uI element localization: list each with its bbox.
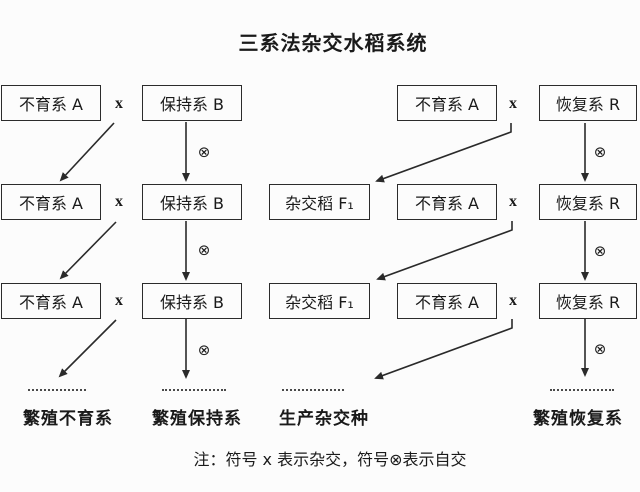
cross-symbol: x [509, 95, 517, 112]
arrow-cross-to-sterile-r2 [59, 122, 115, 182]
box-sterile-line-a-r2-right: 不育系 A [397, 184, 497, 220]
outcome-propagate-maintainer: 繁殖保持系 [152, 409, 242, 429]
arrow-cross-to-sterile-r3 [59, 221, 117, 280]
dotted-line-sterile [28, 389, 86, 391]
self-pollination-symbol: ⊗ [593, 340, 607, 358]
box-maintainer-line-b-r1: 保持系 B [142, 85, 242, 121]
cross-symbol: x [509, 292, 517, 309]
box-maintainer-line-b-r3: 保持系 B [142, 283, 242, 319]
cross-symbol: x [115, 292, 123, 309]
box-sterile-line-a-r3: 不育系 A [1, 283, 101, 319]
box-hybrid-rice-f1-r3: 杂交稻 F₁ [269, 283, 370, 319]
box-hybrid-rice-f1-r2: 杂交稻 F₁ [269, 184, 370, 220]
dotted-line-restorer [550, 389, 614, 391]
outcome-produce-hybrid-seed: 生产杂交种 [279, 409, 369, 429]
box-maintainer-line-b-r2: 保持系 B [142, 184, 242, 220]
arrow-cross-to-hybrid-r2 [375, 123, 512, 183]
outcome-propagate-sterile: 繁殖不育系 [23, 409, 113, 429]
box-restorer-line-r-r3: 恢复系 R [539, 283, 637, 319]
self-pollination-symbol: ⊗ [593, 143, 607, 161]
cross-symbol: x [509, 193, 517, 210]
box-restorer-line-r-r2: 恢复系 R [539, 184, 637, 220]
cross-symbol: x [115, 193, 123, 210]
cross-symbol: x [115, 95, 123, 112]
box-sterile-line-a-r1: 不育系 A [1, 85, 101, 121]
arrow-cross-to-hybrid-outcome [374, 319, 513, 380]
box-sterile-line-a-r2: 不育系 A [1, 184, 101, 220]
outcome-propagate-restorer: 繁殖恢复系 [533, 409, 623, 429]
box-sterile-line-a-r3-right: 不育系 A [397, 283, 497, 319]
diagram-title: 三系法杂交水稻系统 [238, 31, 428, 55]
box-sterile-line-a-r1-right: 不育系 A [397, 85, 497, 121]
dotted-line-maintainer [162, 389, 226, 391]
arrow-cross-to-sterile-outcome [58, 319, 117, 378]
legend-note: 注：符号 x 表示杂交，符号⊗表示自交 [193, 450, 467, 469]
dotted-line-hybrid [282, 389, 344, 391]
self-pollination-symbol: ⊗ [197, 241, 211, 259]
self-pollination-symbol: ⊗ [593, 242, 607, 260]
arrow-cross-to-hybrid-r3 [376, 221, 513, 281]
box-restorer-line-r-r1: 恢复系 R [539, 85, 637, 121]
self-pollination-symbol: ⊗ [197, 341, 211, 359]
self-pollination-symbol: ⊗ [197, 143, 211, 161]
